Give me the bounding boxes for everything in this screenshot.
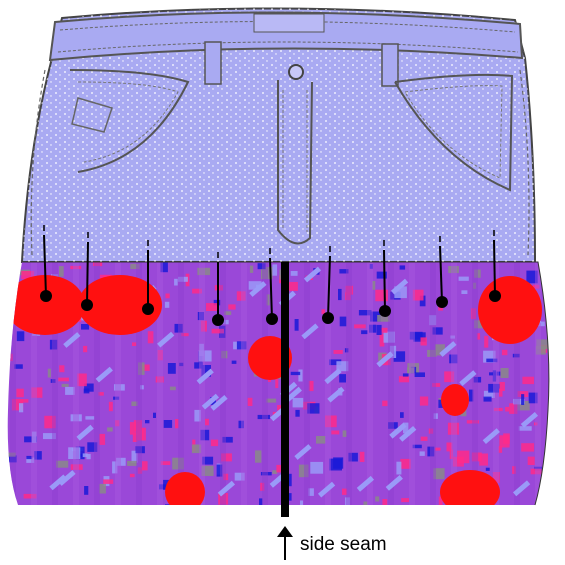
button — [289, 65, 303, 79]
belt-loop — [205, 42, 221, 84]
side-seam — [281, 262, 289, 517]
jeans-yoke — [22, 8, 535, 262]
brand-patch — [254, 14, 324, 32]
belt-loop — [382, 44, 398, 86]
side-seam-arrow — [277, 526, 293, 560]
side-seam-label: side seam — [300, 534, 387, 556]
